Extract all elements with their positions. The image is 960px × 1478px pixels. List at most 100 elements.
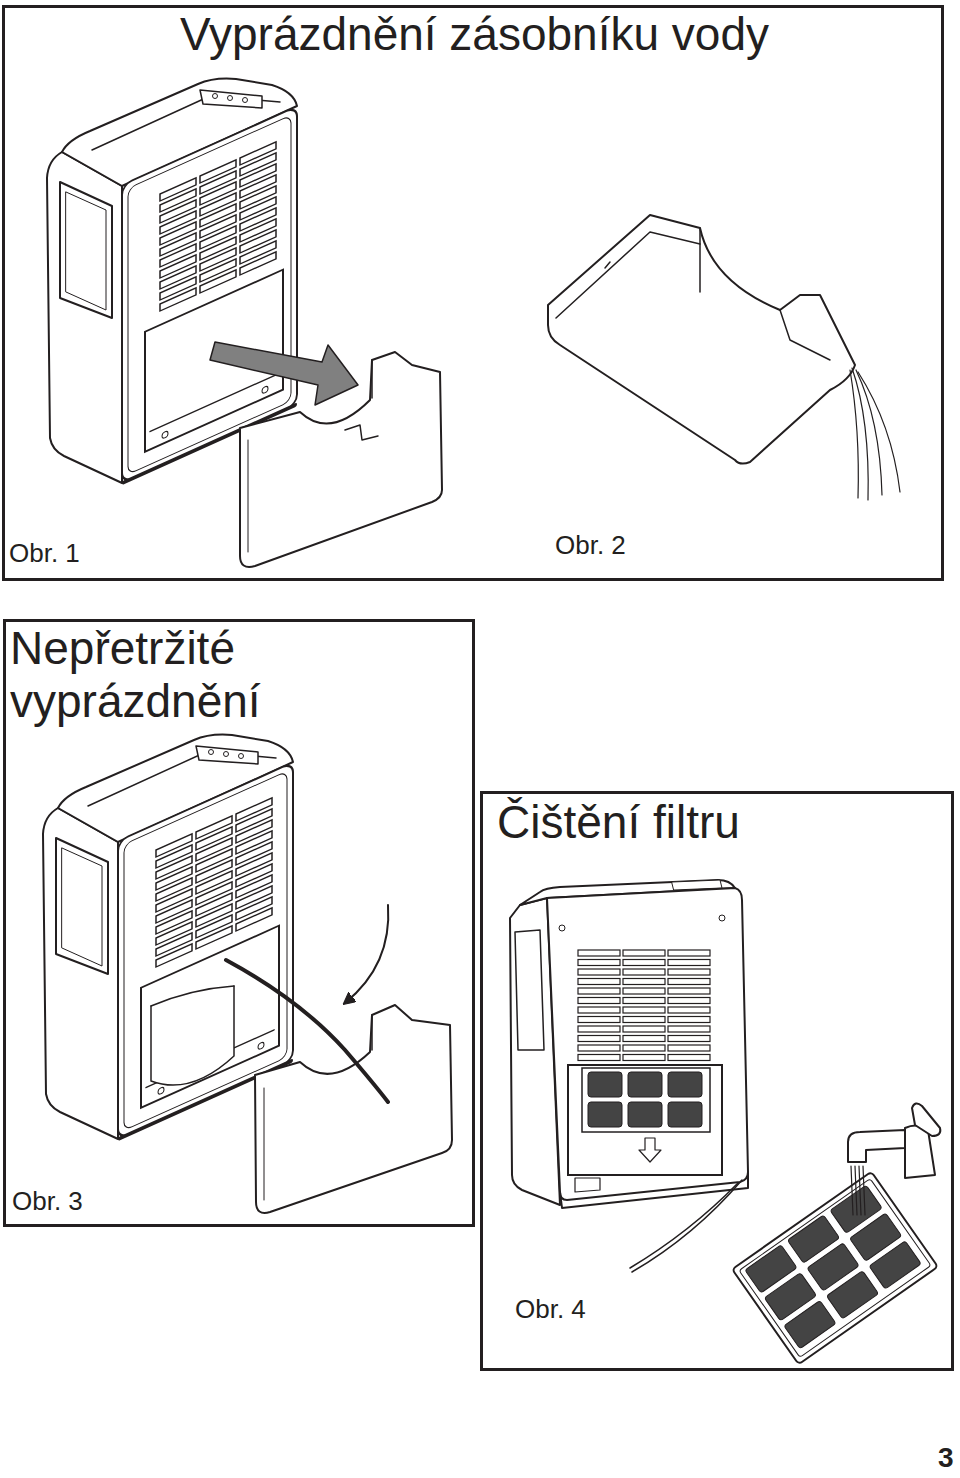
grille-slat — [623, 1026, 665, 1032]
body-base — [560, 1172, 748, 1208]
grille-slat — [668, 1017, 710, 1023]
control-button — [209, 750, 214, 755]
grille-slat — [578, 998, 620, 1004]
panel-heading: Vyprázdnění zásobníku vody — [180, 8, 769, 61]
filter-cell — [588, 1072, 622, 1097]
grille-slat — [578, 1036, 620, 1042]
grille-slat — [623, 979, 665, 985]
grille-slat — [200, 270, 236, 293]
filter-cell — [628, 1072, 662, 1097]
grille-slat — [160, 288, 196, 311]
grille-slat — [578, 960, 620, 966]
page-number: 3 — [938, 1442, 954, 1474]
figure-number: Obr. 4 — [515, 1295, 586, 1325]
grille-slat — [668, 1045, 710, 1051]
filter-cell — [668, 1072, 702, 1097]
grille-slat — [240, 252, 276, 275]
text-slot: Obr. 3 — [12, 1187, 83, 1217]
side-window — [515, 930, 544, 1050]
water-stream — [856, 370, 882, 495]
text-slot: Obr. 1 — [9, 539, 80, 569]
grille-slat — [236, 908, 272, 931]
screw — [262, 385, 268, 394]
grille-slat — [623, 950, 665, 956]
filter-frame — [582, 1068, 710, 1132]
screw — [158, 1086, 164, 1095]
control-button — [224, 752, 229, 757]
grille-slat — [668, 1055, 710, 1061]
filter-cell — [588, 1102, 622, 1127]
base-foot — [575, 1178, 600, 1192]
tank-edge — [371, 360, 373, 398]
control-button — [228, 96, 233, 101]
body-side — [43, 808, 118, 1139]
side-window-inner — [66, 192, 106, 310]
figure-number: Obr. 2 — [555, 531, 626, 561]
control-button — [243, 98, 248, 103]
water-tank — [255, 1005, 452, 1213]
text-slot: 3 — [938, 1442, 954, 1474]
grille-slat — [623, 1017, 665, 1023]
side-window — [60, 182, 112, 318]
control-panel — [196, 746, 258, 764]
tank-mark — [605, 262, 610, 268]
grille-slat — [668, 969, 710, 975]
screw — [559, 925, 565, 931]
grille-slat — [668, 979, 710, 985]
drain-hose — [226, 960, 388, 1102]
down-arrow — [639, 1138, 661, 1162]
filter-cell — [869, 1241, 921, 1289]
water-jet — [859, 1166, 861, 1215]
grille-slat — [623, 1036, 665, 1042]
grille-slat — [623, 998, 665, 1004]
tank-edge — [699, 228, 701, 292]
insert-arrow — [345, 905, 388, 1003]
text-slot: Obr. 4 — [515, 1295, 586, 1325]
tank-cylinder — [151, 986, 234, 1085]
grille-slat — [578, 1045, 620, 1051]
water-stream — [850, 370, 858, 498]
grille-slat — [668, 1036, 710, 1042]
filter-cell — [628, 1102, 662, 1127]
screw — [258, 1041, 264, 1050]
faucet-handle — [912, 1103, 940, 1136]
water-jet — [855, 1166, 857, 1215]
grille-slat — [623, 1007, 665, 1013]
drain-hose — [630, 1183, 738, 1268]
panel-heading: Čištění filtru — [497, 796, 740, 849]
text-slot: Nepřetržité vyprázdnění — [10, 622, 272, 728]
filter-frame — [732, 1172, 938, 1365]
filter-cell — [668, 1102, 702, 1127]
grille-slat — [578, 1026, 620, 1032]
drain-hose — [632, 1180, 742, 1272]
screw — [162, 430, 168, 439]
tank-spout — [780, 310, 830, 360]
grille-slat — [623, 988, 665, 994]
filter-opening — [568, 1065, 722, 1175]
body-side — [47, 152, 122, 483]
grille-slat — [668, 988, 710, 994]
grille-slat — [668, 960, 710, 966]
screw — [719, 915, 725, 921]
tank-edge — [264, 1088, 265, 1200]
grille-slat — [668, 998, 710, 1004]
grille-slat — [578, 1055, 620, 1061]
grille-slat — [623, 1055, 665, 1061]
grille-slat — [578, 950, 620, 956]
figure-number: Obr. 3 — [12, 1187, 83, 1217]
tank-cylinder-top — [151, 986, 234, 1006]
side-window-inner — [62, 848, 102, 966]
figure-number: Obr. 1 — [9, 539, 80, 569]
faucet-spout — [848, 1130, 905, 1162]
grille-slat — [578, 969, 620, 975]
figure-panel: Čištění filtruObr. 4 — [480, 791, 954, 1371]
grille-slat — [578, 1007, 620, 1013]
panel-heading: Nepřetržité vyprázdnění — [10, 622, 272, 728]
water-jet — [851, 1166, 853, 1215]
figure-panel: Nepřetržité vyprázdněníObr. 3 — [3, 619, 475, 1227]
control-panel — [200, 90, 262, 108]
tank-handle — [345, 425, 378, 440]
grille-slat — [156, 944, 192, 967]
grille-slat — [196, 926, 232, 949]
